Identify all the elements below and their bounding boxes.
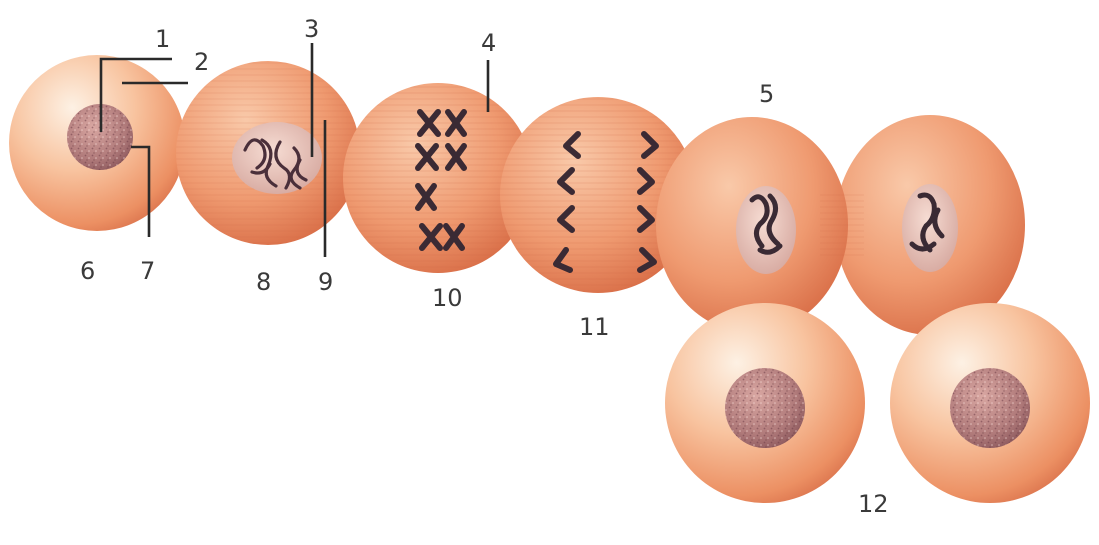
label-12: 12 [858,490,889,518]
label-5: 5 [759,80,774,108]
cell-prophase [176,61,360,245]
daughter-cell-right [890,303,1090,503]
label-8: 8 [256,268,271,296]
cell-telophase [656,115,1025,335]
label-10: 10 [432,284,463,312]
label-1: 1 [155,25,170,53]
label-4: 4 [481,29,496,57]
daughter-cell-left [665,303,865,503]
label-6: 6 [80,257,95,285]
label-2: 2 [194,48,209,76]
cell-interphase [9,55,185,231]
label-11: 11 [579,313,610,341]
label-9: 9 [318,268,333,296]
label-3: 3 [304,15,319,43]
label-7: 7 [140,257,155,285]
